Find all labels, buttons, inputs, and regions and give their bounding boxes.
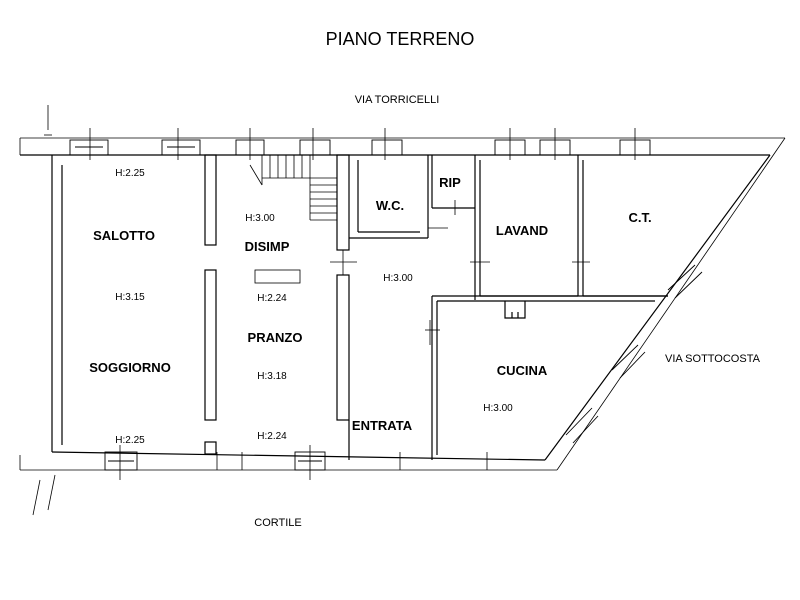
height-label-soggiorno-bottom: H:2.25 xyxy=(115,435,145,446)
room-label-wc: W.C. xyxy=(376,198,404,213)
street-label-north: VIA TORRICELLI xyxy=(355,94,440,106)
windows xyxy=(69,139,703,471)
height-label-disimp-beam: H:2.24 xyxy=(257,293,287,304)
interior-walls xyxy=(204,154,668,460)
beam-marker xyxy=(254,269,301,284)
room-label-entrata: ENTRATA xyxy=(352,418,413,433)
outer-walls xyxy=(19,105,786,516)
room-label-lavand: LAVAND xyxy=(496,223,548,238)
room-label-cucina: CUCINA xyxy=(497,363,548,378)
height-label-entrata: H:3.00 xyxy=(383,273,413,284)
room-label-disimp: DISIMP xyxy=(245,239,290,254)
room-label-soggiorno: SOGGIORNO xyxy=(89,360,171,375)
room-label-pranzo: PRANZO xyxy=(248,330,303,345)
height-label-salotto-top: H:2.25 xyxy=(115,168,145,179)
room-label-rip: RIP xyxy=(439,175,461,190)
height-label-salotto-mid: H:3.15 xyxy=(115,292,145,303)
street-label-south: CORTILE xyxy=(254,517,301,529)
height-label-pranzo: H:3.18 xyxy=(257,371,287,382)
room-label-ct: C.T. xyxy=(628,210,651,225)
height-label-cucina: H:3.00 xyxy=(483,403,513,414)
staircase xyxy=(249,155,337,221)
plan-title: PIANO TERRENO xyxy=(326,29,475,49)
door-marks xyxy=(89,128,636,480)
height-label-disimp: H:3.00 xyxy=(245,213,275,224)
room-label-salotto: SALOTTO xyxy=(93,228,155,243)
height-label-pranzo-bottom: H:2.24 xyxy=(257,431,287,442)
street-label-east: VIA SOTTOCOSTA xyxy=(665,353,761,365)
